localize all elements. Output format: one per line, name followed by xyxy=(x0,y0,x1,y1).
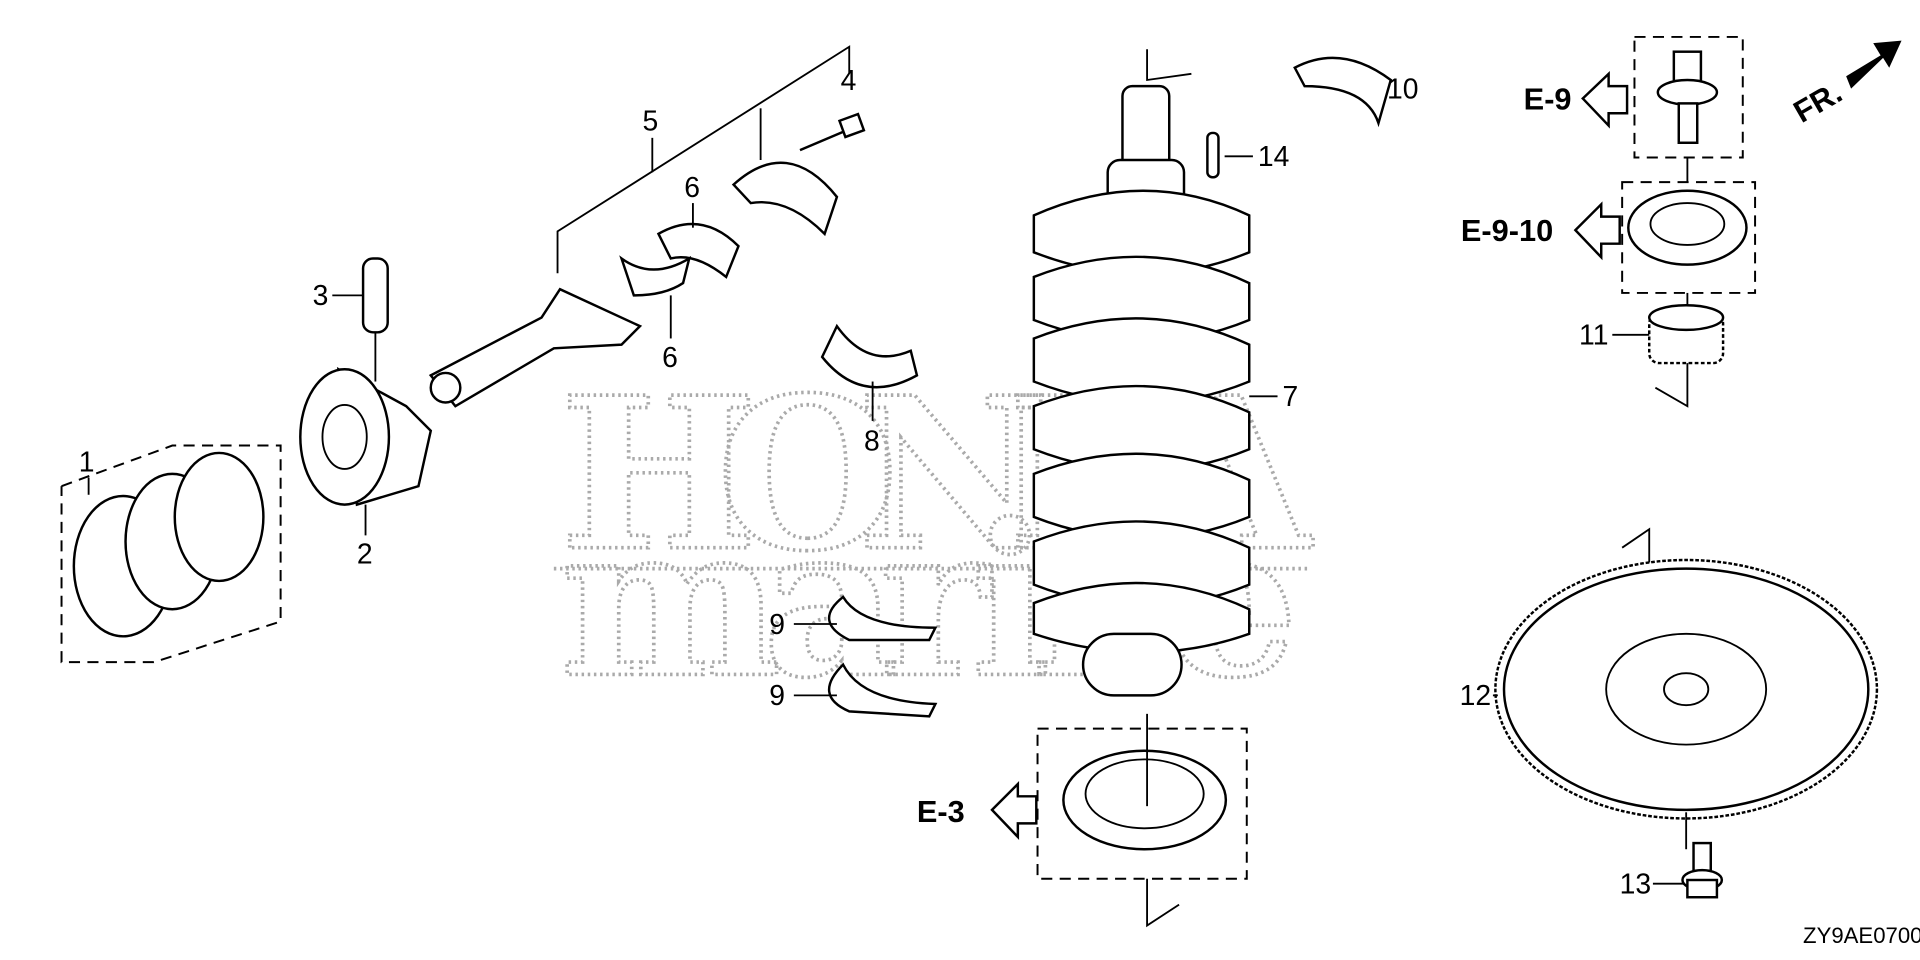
callout-7[interactable]: 7 xyxy=(1282,380,1298,412)
svg-text:E-3: E-3 xyxy=(917,794,965,829)
connecting-rod-cap[interactable] xyxy=(731,161,839,237)
diagram-code: ZY9AE0700A xyxy=(1803,923,1920,948)
callout-6a[interactable]: 6 xyxy=(684,171,700,203)
woodruff-key[interactable] xyxy=(1206,131,1220,179)
flywheel[interactable] xyxy=(1494,527,1879,850)
reference-e3[interactable]: E-3 xyxy=(917,781,1038,840)
main-bearing[interactable] xyxy=(820,323,919,389)
front-direction-arrow: FR. xyxy=(1787,40,1902,130)
connecting-rod[interactable] xyxy=(428,45,851,408)
callout-13[interactable]: 13 xyxy=(1620,868,1651,900)
piston-pin[interactable] xyxy=(361,257,389,382)
oil-seal-lower[interactable] xyxy=(1036,713,1248,928)
rod-bearing-upper[interactable] xyxy=(656,222,740,279)
callout-2[interactable]: 2 xyxy=(357,538,373,570)
piston[interactable] xyxy=(299,366,433,507)
oil-seal-upper[interactable] xyxy=(1621,181,1757,320)
callout-6b[interactable]: 6 xyxy=(662,341,678,373)
crankshaft-bearing[interactable] xyxy=(1293,56,1393,128)
callout-10[interactable]: 10 xyxy=(1387,72,1418,104)
callout-4[interactable]: 4 xyxy=(841,64,857,96)
callout-1[interactable]: 1 xyxy=(79,445,95,477)
callout-9a[interactable]: 9 xyxy=(769,608,785,640)
thrust-washer-1[interactable] xyxy=(827,595,938,642)
callouts: 1 2 3 4 5 6 6 7 8 9 9 10 11 12 13 14 xyxy=(79,64,1684,900)
callout-8[interactable]: 8 xyxy=(864,424,880,456)
reference-e9-10[interactable]: E-9-10 xyxy=(1461,201,1621,261)
piston-rings[interactable] xyxy=(60,444,282,664)
crankshaft[interactable] xyxy=(1032,49,1251,697)
callout-11[interactable]: 11 xyxy=(1579,319,1608,351)
callout-12[interactable]: 12 xyxy=(1460,679,1491,711)
flywheel-bolt[interactable] xyxy=(1681,841,1724,899)
connecting-rod-bolt[interactable] xyxy=(799,112,866,152)
reference-e9[interactable]: E-9 xyxy=(1524,70,1629,129)
svg-text:E-9: E-9 xyxy=(1524,82,1572,117)
bolt-e9[interactable] xyxy=(1633,35,1744,183)
callout-9b[interactable]: 9 xyxy=(769,679,785,711)
callout-5[interactable]: 5 xyxy=(642,104,658,136)
callout-3[interactable]: 3 xyxy=(313,279,329,311)
rod-bearing-lower[interactable] xyxy=(619,255,692,297)
crankshaft-gear[interactable] xyxy=(1648,304,1725,408)
thrust-washer-2[interactable] xyxy=(827,662,938,718)
svg-text:FR.: FR. xyxy=(1787,75,1847,130)
svg-text:E-9-10: E-9-10 xyxy=(1461,213,1553,248)
callout-14[interactable]: 14 xyxy=(1258,140,1289,172)
